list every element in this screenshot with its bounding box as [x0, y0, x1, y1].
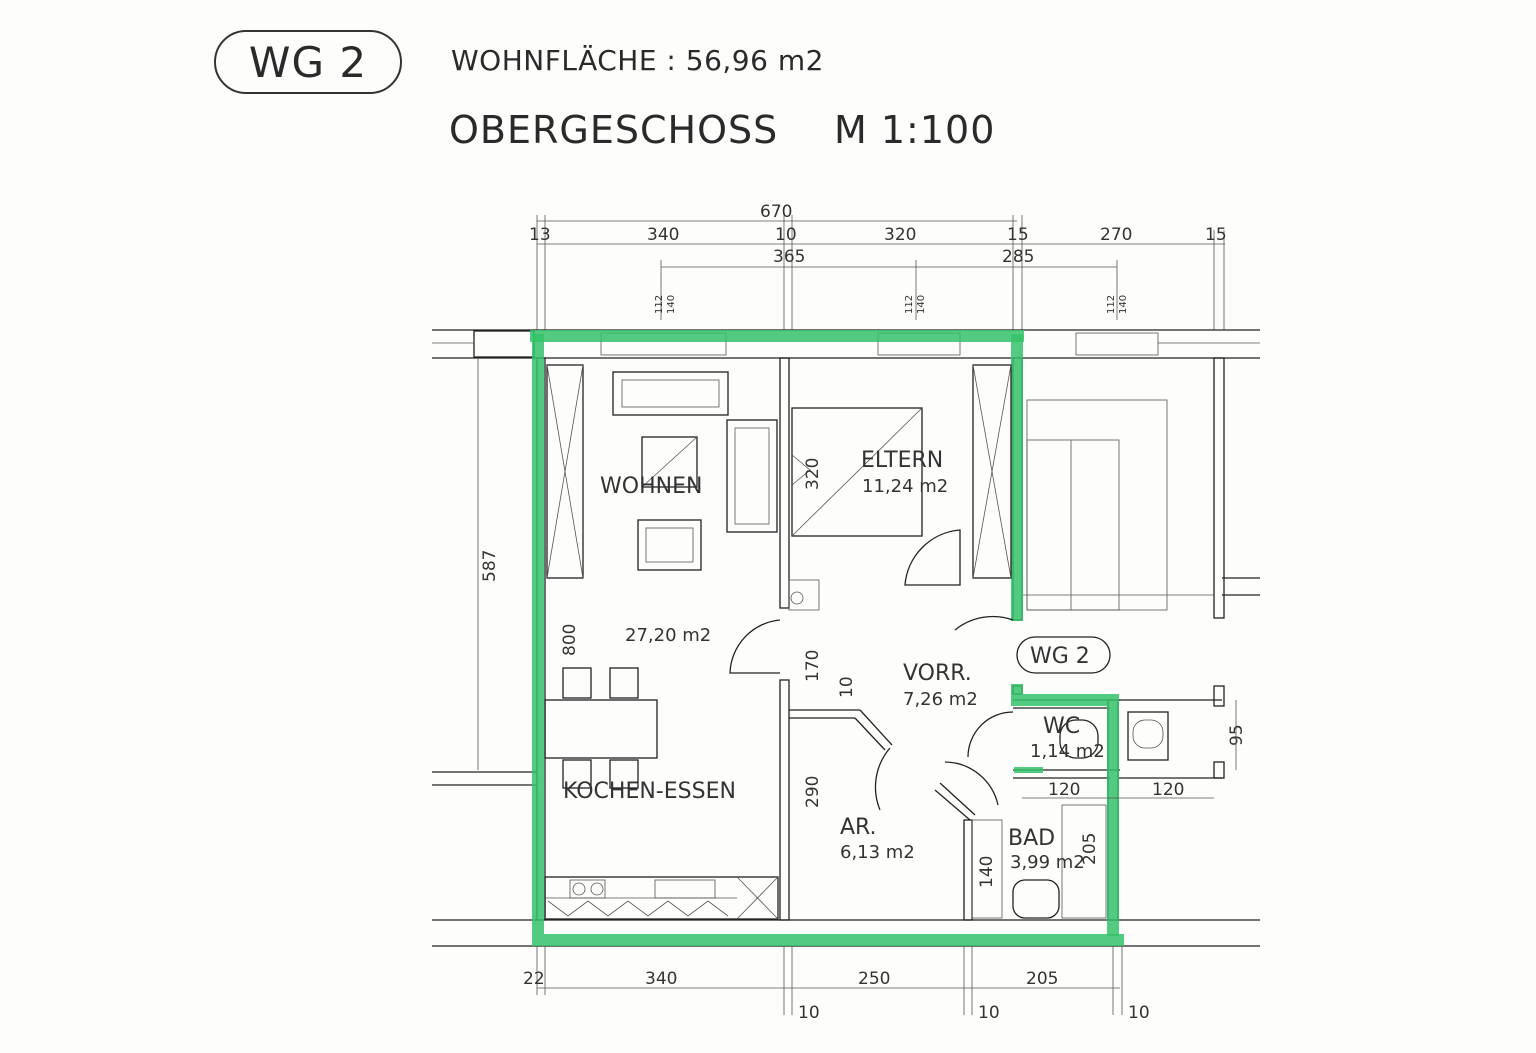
dim-bottom-small-3: 10 — [1128, 1003, 1150, 1023]
dim-bottom-3: 205 — [1026, 969, 1058, 989]
dim-top-second-0: 365 — [773, 247, 805, 267]
armchair-right — [726, 419, 778, 533]
dim-wc-width-2: 120 — [1152, 780, 1184, 800]
dim-top-second-1: 285 — [1002, 247, 1034, 267]
window-mark-2a: 112 — [904, 295, 915, 314]
room-bad-area: 3,99 m2 — [1010, 852, 1085, 873]
lamp-icon — [790, 591, 804, 605]
dim-top-total: 670 — [760, 202, 792, 222]
dim-top-5: 270 — [1100, 225, 1132, 245]
room-wohnen-name: WOHNEN — [600, 474, 702, 499]
window-mark-1a: 112 — [654, 295, 665, 314]
kitchen-counter — [544, 876, 779, 920]
sofa — [612, 371, 729, 416]
toilet-wc — [1059, 719, 1099, 759]
window-mark-2b: 140 — [916, 295, 927, 314]
dim-v-205: 205 — [1080, 833, 1100, 865]
bed — [791, 407, 923, 537]
dining-chair-2 — [609, 667, 639, 699]
dim-top-4: 15 — [1007, 225, 1029, 245]
dim-top-0: 13 — [529, 225, 551, 245]
dim-bottom-2: 250 — [858, 969, 890, 989]
dim-top-1: 340 — [647, 225, 679, 245]
entrance-label: WG 2 — [1030, 644, 1090, 669]
bottom-dimension-lines — [536, 946, 1123, 1015]
floor-label: OBERGESCHOSS — [449, 108, 779, 152]
room-vorr-area: 7,26 m2 — [903, 689, 978, 710]
dim-v-587: 587 — [480, 550, 500, 582]
dim-top-6: 15 — [1205, 225, 1227, 245]
dim-top-2: 10 — [775, 225, 797, 245]
window-mark-1b: 140 — [666, 295, 677, 314]
unit-outline-highlight — [530, 330, 1124, 946]
room-wc-name: WC — [1043, 714, 1080, 739]
dim-bed-320: 320 — [803, 458, 823, 490]
dining-chair-3 — [562, 759, 592, 789]
dim-bottom-small-1: 10 — [798, 1003, 820, 1023]
room-eltern-name: ELTERN — [861, 448, 943, 473]
bathroom-fixtures — [971, 804, 1107, 919]
wardrobe-right — [972, 364, 1012, 579]
unit-badge: WG 2 — [214, 30, 402, 94]
entrance-badge-frame — [1016, 636, 1111, 674]
dim-v-10: 10 — [837, 676, 857, 698]
doors — [729, 529, 1014, 811]
wardrobe-left — [546, 364, 584, 579]
living-area-label: WOHNFLÄCHE : 56,96 m2 — [451, 44, 824, 77]
dim-top-3: 320 — [884, 225, 916, 245]
dim-v-290: 290 — [803, 776, 823, 808]
room-vorr-name: VORR. — [903, 661, 972, 686]
dim-v-170: 170 — [803, 650, 823, 682]
scale-label: M 1:100 — [834, 108, 996, 152]
staircase — [1022, 399, 1260, 611]
dim-v-140: 140 — [977, 856, 997, 888]
room-wc-area: 1,14 m2 — [1030, 741, 1105, 762]
window-marks: 112 140 112 140 112 140 — [654, 295, 1129, 314]
nightstand — [788, 579, 820, 611]
dining-chair-1 — [562, 667, 592, 699]
dim-bottom-small-2: 10 — [978, 1003, 1000, 1023]
dining-chair-4 — [609, 759, 639, 789]
dining-table — [544, 699, 658, 759]
top-dimension-lines — [536, 215, 1225, 330]
dim-wc-width-1: 120 — [1048, 780, 1080, 800]
room-wohnen-area: 27,20 m2 — [625, 625, 711, 646]
dim-bottom-1: 340 — [645, 969, 677, 989]
room-bad-name: BAD — [1008, 826, 1055, 851]
window-mark-3b: 140 — [1118, 295, 1129, 314]
dim-v-800: 800 — [560, 624, 580, 656]
coffee-table — [641, 436, 698, 488]
room-ar-area: 6,13 m2 — [840, 842, 915, 863]
room-eltern-area: 11,24 m2 — [862, 476, 948, 497]
dim-bottom-0: 22 — [523, 969, 545, 989]
window-mark-3a: 112 — [1106, 295, 1117, 314]
sink-neighbor — [1127, 711, 1169, 761]
room-kochen-essen-name: KOCHEN-ESSEN — [563, 779, 736, 804]
armchair-bottom — [637, 519, 702, 571]
dim-v-95: 95 — [1227, 724, 1247, 746]
room-ar-name: AR. — [840, 815, 877, 840]
